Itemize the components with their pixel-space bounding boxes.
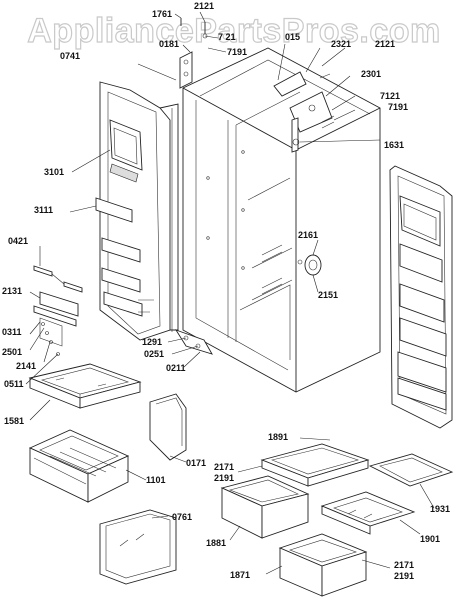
label-1901: 1901: [420, 534, 440, 544]
label-1931: 1931: [430, 504, 450, 514]
water-fitting: [297, 254, 322, 276]
freezer-door: [95, 81, 179, 341]
label-015: 015: [285, 32, 300, 42]
cabinet-liner: [182, 47, 381, 393]
label-7191-right: 7191: [388, 102, 408, 112]
label-1871: 1871: [230, 570, 250, 580]
label-1881: 1881: [206, 538, 226, 548]
crisper-drawer-upper: [220, 475, 310, 539]
label-3101: 3101: [44, 167, 64, 177]
label-0421: 0421: [8, 236, 28, 246]
label-1891: 1891: [268, 432, 288, 442]
label-0211: 0211: [166, 363, 186, 373]
label-1631: 1631: [384, 140, 404, 150]
crisper-cover: [149, 393, 187, 461]
label-2191-upper: 2191: [214, 473, 234, 483]
freezer-shelf: [28, 363, 142, 409]
freezer-bottom-shelf: [99, 509, 177, 585]
top-hinge-right: [273, 71, 335, 153]
label-2131: 2131: [2, 286, 22, 296]
label-1581: 1581: [4, 416, 24, 426]
label-3111: 3111: [34, 205, 53, 215]
top-hinge-left: [179, 18, 208, 89]
label-2141: 2141: [16, 361, 36, 371]
label-2171-upper: 2171: [214, 462, 234, 472]
label-2501: 2501: [2, 347, 22, 357]
label-0181: 0181: [159, 39, 179, 49]
crisper-shelf-lower: [320, 491, 416, 535]
bottom-hinge: [174, 329, 213, 355]
label-2191-lower: 2191: [394, 571, 414, 581]
label-7191-top: 7191: [227, 47, 247, 57]
fresh-food-door: [389, 165, 453, 429]
watermark-text: AppliancePartsPros.com: [27, 12, 440, 50]
label-2301: 2301: [361, 69, 381, 79]
label-0511: 0511: [4, 379, 24, 389]
crisper-shelf-frame: [260, 443, 370, 487]
crisper-drawer-lower: [278, 533, 368, 597]
label-2171-lower: 2171: [394, 560, 414, 570]
label-0741: 0741: [60, 51, 80, 61]
label-0171: 0171: [186, 458, 206, 468]
label-2321: 2321: [331, 39, 351, 49]
label-0761: 0761: [172, 512, 192, 522]
label-2161: 2161: [298, 230, 318, 240]
freezer-basket: [28, 429, 130, 503]
label-0251: 0251: [144, 349, 164, 359]
label-7121-right: 7121: [380, 91, 400, 101]
label-2121-right: 2121: [375, 39, 395, 49]
part-labels: 1761 2121 0181 7 21 7191 015 2321 2121 0…: [2, 1, 450, 581]
label-1291: 1291: [142, 337, 162, 347]
label-0311: 0311: [2, 327, 22, 337]
glass-shelf: [368, 453, 454, 487]
label-1101: 1101: [146, 475, 166, 485]
label-7121-top: 7 21: [218, 32, 236, 42]
label-2121-top: 2121: [194, 1, 214, 11]
dispenser-parts: [33, 265, 83, 356]
leader-lines: [25, 11, 435, 575]
label-2151: 2151: [318, 290, 338, 300]
label-1761: 1761: [152, 9, 172, 19]
